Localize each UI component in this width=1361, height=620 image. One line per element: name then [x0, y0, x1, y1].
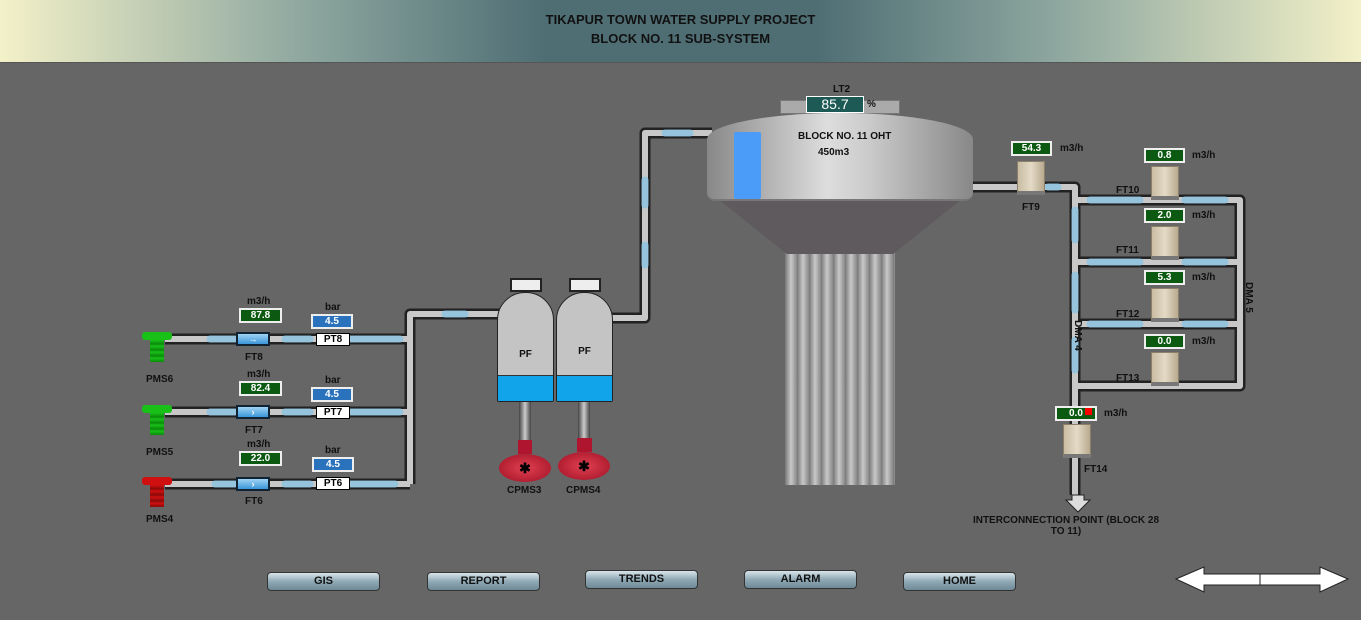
- pump-label: CPMS4: [566, 485, 601, 496]
- pressure-tag: PT6: [316, 477, 350, 490]
- report-button[interactable]: REPORT: [427, 572, 540, 591]
- navigate-left-right-arrows[interactable]: [1174, 565, 1350, 594]
- flow-unit: m3/h: [1192, 272, 1216, 283]
- flow-readout-ft8: 87.8: [239, 308, 282, 323]
- flow-readout-ft14: 0.0: [1055, 406, 1097, 421]
- filter-label: PF: [578, 346, 591, 357]
- tank-level-readout: 85.7: [806, 96, 864, 113]
- pump-cpms3[interactable]: ✱: [499, 454, 551, 482]
- pressure-unit: bar: [325, 302, 341, 313]
- page-subtitle: BLOCK NO. 11 SUB-SYSTEM: [590, 31, 771, 46]
- flow-unit: m3/h: [247, 369, 271, 380]
- flowmeter-cabinet-ft14[interactable]: [1063, 424, 1091, 458]
- down-arrow-icon: [1064, 494, 1092, 513]
- flow-readout-ft12: 5.3: [1144, 270, 1185, 285]
- flowmeter-cabinet-ft12[interactable]: [1151, 288, 1179, 322]
- flowmeter-tag: FT9: [1022, 202, 1040, 213]
- flow-unit: m3/h: [247, 439, 271, 450]
- flowmeter-cabinet-ft13[interactable]: [1151, 352, 1179, 386]
- flow-readout-ft7: 82.4: [239, 381, 282, 396]
- flow-unit: m3/h: [247, 296, 271, 307]
- flow-readout-ft9: 54.3: [1011, 141, 1052, 156]
- flowmeter-tag: FT10: [1116, 185, 1140, 196]
- header: TIKAPUR TOWN WATER SUPPLY PROJECT BLOCK …: [0, 0, 1361, 63]
- tank-level-unit: %: [867, 99, 876, 110]
- pump-pms4[interactable]: [142, 477, 172, 507]
- flow-unit: m3/h: [1104, 408, 1128, 419]
- pressure-filter-1[interactable]: PF: [497, 292, 554, 402]
- flow-readout-ft10: 0.8: [1144, 148, 1185, 163]
- pump-label: PMS4: [146, 514, 174, 525]
- flow-unit: m3/h: [1192, 150, 1216, 161]
- flow-unit: m3/h: [1192, 210, 1216, 221]
- page-title: TIKAPUR TOWN WATER SUPPLY PROJECT: [545, 12, 816, 27]
- tank-column: [785, 240, 895, 485]
- flowmeter-tag: FT13: [1116, 373, 1140, 384]
- flowmeter-tag: FT11: [1116, 245, 1139, 256]
- flowmeter-cabinet-ft11[interactable]: [1151, 226, 1179, 260]
- flow-readout-ft6: 22.0: [239, 451, 282, 466]
- alarm-button[interactable]: ALARM: [744, 570, 857, 589]
- pressure-readout-pt8: 4.5: [311, 314, 353, 329]
- flowmeter-tag: FT14: [1084, 464, 1108, 475]
- dma4-label: DMA 4: [1071, 320, 1083, 351]
- pump-pms6[interactable]: [142, 332, 172, 362]
- gis-button[interactable]: GIS: [267, 572, 380, 591]
- tank-name: BLOCK NO. 11 OHT: [798, 131, 892, 142]
- pump-label: PMS5: [146, 447, 174, 458]
- flow-unit: m3/h: [1060, 143, 1084, 154]
- flowmeter-tag: FT7: [245, 425, 263, 436]
- pump-cpms4[interactable]: ✱: [558, 452, 610, 480]
- pressure-unit: bar: [325, 445, 341, 456]
- pump-pms5[interactable]: [142, 405, 172, 435]
- flowmeter-tag: FT12: [1116, 309, 1140, 320]
- pressure-readout-pt6: 4.5: [312, 457, 354, 472]
- pump-neck: [577, 438, 592, 452]
- pump-shaft: [519, 402, 531, 440]
- alarm-indicator: [1085, 408, 1092, 415]
- home-button[interactable]: HOME: [903, 572, 1016, 591]
- filter-gauge: [510, 278, 542, 292]
- trends-button[interactable]: TRENDS: [585, 570, 698, 589]
- flow-unit: m3/h: [1192, 336, 1216, 347]
- pressure-unit: bar: [325, 375, 341, 386]
- flow-readout-ft11: 2.0: [1144, 208, 1185, 223]
- flowmeter-cabinet-ft10[interactable]: [1151, 166, 1179, 200]
- tank-tag: LT2: [833, 84, 851, 95]
- pump-neck: [518, 440, 532, 454]
- pressure-readout-pt7: 4.5: [311, 387, 353, 402]
- flowmeter-arrow-icon: ›: [236, 405, 270, 419]
- tank-capacity: 450m3: [818, 147, 850, 158]
- flow-value: 0.0: [1069, 408, 1083, 419]
- interconnection-label: INTERCONNECTION POINT (BLOCK 28 TO 11): [972, 515, 1160, 537]
- pressure-filter-2[interactable]: PF: [556, 292, 613, 402]
- tank-level-bar: [734, 132, 761, 199]
- pump-label: CPMS3: [507, 485, 542, 496]
- pump-shaft: [578, 402, 590, 440]
- pump-label: PMS6: [146, 374, 174, 385]
- flowmeter-cabinet-ft9[interactable]: [1017, 161, 1045, 195]
- flowmeter-arrow-icon: ›: [236, 477, 270, 491]
- flowmeter-arrow-icon: →: [236, 332, 270, 346]
- flowmeter-tag: FT6: [245, 496, 263, 507]
- flowmeter-tag: FT8: [245, 352, 263, 363]
- left-arrow-icon: [1174, 566, 1261, 593]
- right-arrow-icon: [1259, 566, 1350, 593]
- dma5-label: DMA 5: [1242, 282, 1254, 313]
- flow-readout-ft13: 0.0: [1144, 334, 1185, 349]
- pressure-tag: PT7: [316, 406, 350, 419]
- filter-label: PF: [519, 349, 532, 360]
- filter-gauge: [569, 278, 601, 292]
- pressure-tag: PT8: [316, 333, 350, 346]
